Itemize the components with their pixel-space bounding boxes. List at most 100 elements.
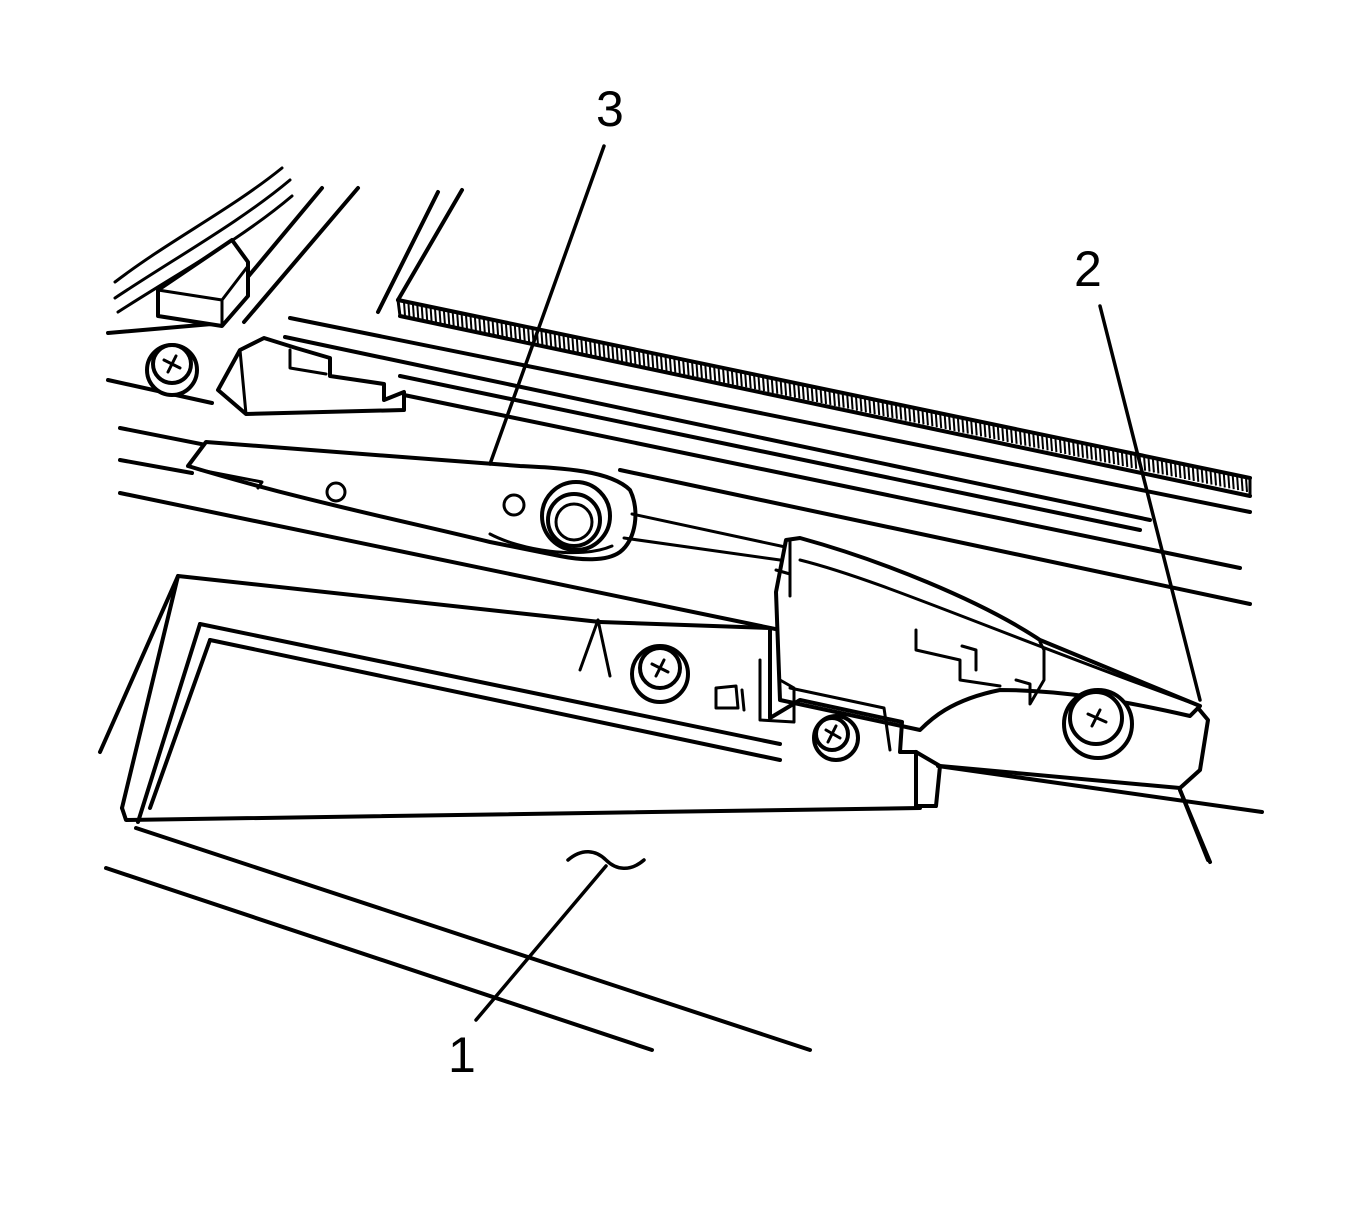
hatch-mark xyxy=(970,420,974,435)
hatch-mark xyxy=(1147,457,1151,472)
hatch-mark xyxy=(730,370,734,385)
hatch-mark xyxy=(917,409,921,424)
hatch-mark xyxy=(726,369,730,384)
hatch-mark xyxy=(642,351,646,367)
hatch-mark xyxy=(451,312,455,327)
hatch-mark xyxy=(407,302,411,317)
hatch-mark xyxy=(868,399,872,414)
hatch-mark xyxy=(713,366,717,381)
hatch-mark xyxy=(819,389,823,404)
hatch-mark xyxy=(775,379,779,394)
hatch-mark xyxy=(850,395,854,410)
hatch-mark xyxy=(952,416,956,431)
hatch-mark xyxy=(1112,450,1116,465)
hatch-mark xyxy=(1094,446,1098,461)
hatch-mark xyxy=(567,336,570,351)
hatch-mark xyxy=(1125,452,1129,468)
hatch-mark xyxy=(558,334,562,349)
hatch-mark xyxy=(988,424,991,439)
hatch-mark xyxy=(456,313,460,328)
hatch-mark xyxy=(571,337,575,352)
hatch-mark xyxy=(793,383,796,398)
hatch-mark xyxy=(1160,460,1164,475)
hatch-mark xyxy=(912,408,916,423)
hatch-mark xyxy=(992,425,996,440)
hatch-mark xyxy=(1236,476,1240,491)
hatch-mark xyxy=(509,324,513,339)
hatch-mark xyxy=(469,315,473,330)
hatch-mark xyxy=(500,322,504,337)
hatch-mark xyxy=(1174,463,1178,478)
callout-2: 2 xyxy=(1074,241,1102,297)
hatch-mark xyxy=(668,357,672,372)
hatch-mark xyxy=(411,303,415,318)
hatch-mark xyxy=(664,356,668,371)
hatch-mark xyxy=(788,382,792,397)
hatch-mark xyxy=(1103,448,1107,463)
hatch-mark xyxy=(429,307,433,322)
hatch-mark xyxy=(1187,465,1191,481)
hatch-mark xyxy=(899,405,903,420)
hatch-mark xyxy=(859,397,863,412)
hatch-mark xyxy=(589,340,593,355)
hatch-mark xyxy=(615,346,619,361)
hatch-mark xyxy=(1036,434,1040,449)
hatch-mark xyxy=(491,320,495,335)
hatch-mark xyxy=(1183,464,1186,480)
center-pocket xyxy=(578,618,892,752)
leader-1 xyxy=(474,864,608,1022)
hatch-mark xyxy=(1116,451,1120,466)
hatch-mark xyxy=(757,376,761,391)
hatch-mark xyxy=(513,325,517,340)
hatch-mark xyxy=(544,331,548,346)
hatch-mark xyxy=(1151,458,1155,473)
hatch-mark xyxy=(1072,441,1076,456)
hatch-mark xyxy=(518,326,522,341)
hatch-mark xyxy=(717,367,721,382)
hatch-mark xyxy=(930,412,934,427)
hatch-mark xyxy=(965,419,969,434)
hatch-mark xyxy=(1085,444,1089,459)
hatch-mark xyxy=(903,406,907,421)
hatch-mark xyxy=(651,353,655,368)
hatch-mark xyxy=(1098,447,1102,462)
hatch-mark xyxy=(1120,452,1124,467)
hatch-mark xyxy=(1222,473,1226,488)
hatch-mark xyxy=(637,351,641,366)
hatch-mark xyxy=(598,342,601,357)
hatch-mark xyxy=(877,401,881,416)
hatch-mark xyxy=(810,387,814,402)
hatch-mark xyxy=(943,414,947,430)
hatch-mark xyxy=(629,349,632,364)
hatch-mark xyxy=(824,389,827,405)
hatch-mark xyxy=(779,380,783,395)
hatch-mark xyxy=(837,392,841,407)
weatherstrip-hatched xyxy=(396,298,1252,498)
hatch-mark xyxy=(1205,469,1209,484)
hatch-mark xyxy=(1027,432,1031,447)
hatch-mark xyxy=(956,417,960,432)
hatch-mark xyxy=(677,359,681,374)
hatch-mark xyxy=(655,354,659,369)
hatch-mark xyxy=(784,381,788,396)
hatch-mark xyxy=(939,414,943,429)
main-tray xyxy=(98,574,1264,1052)
hatch-mark xyxy=(881,401,885,417)
screw-right xyxy=(1062,688,1134,760)
hatch-mark xyxy=(686,361,690,376)
hatch-mark xyxy=(1001,427,1005,442)
link-arm xyxy=(186,440,792,562)
hatch-mark xyxy=(442,310,446,325)
hatch-mark xyxy=(846,394,850,409)
hatch-mark xyxy=(1129,453,1133,468)
hatch-mark xyxy=(1045,436,1049,451)
hatch-mark xyxy=(925,411,929,426)
hatch-mark xyxy=(806,386,810,401)
left-bracket-block xyxy=(156,238,406,416)
leader-lines xyxy=(474,144,1202,1022)
hatch-mark xyxy=(682,360,686,375)
hatch-mark xyxy=(1169,462,1173,477)
hatch-mark xyxy=(1218,472,1222,487)
hatch-mark xyxy=(1231,475,1235,490)
